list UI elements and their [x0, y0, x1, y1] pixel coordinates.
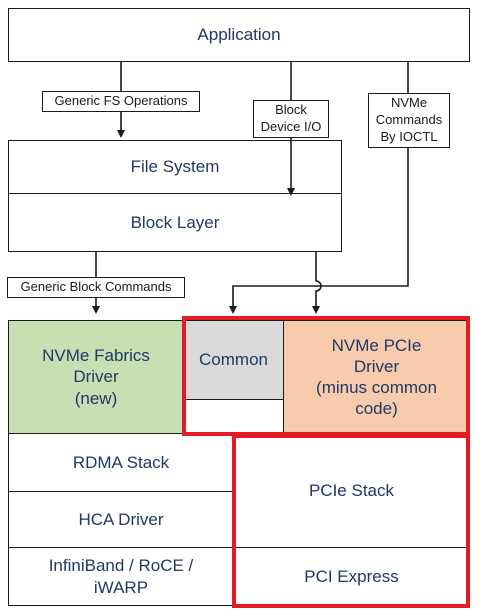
- nvme-pcie-driver-box: NVMe PCIe Driver (minus common code): [284, 320, 470, 434]
- hca-driver-label: HCA Driver: [78, 509, 164, 529]
- nvme-fabrics-driver-label: NVMe Fabrics Driver (new): [42, 346, 150, 408]
- pcie-stack-box: PCIe Stack: [234, 434, 470, 548]
- block-layer-label: Block Layer: [130, 212, 220, 232]
- line-block-to-pcie: [312, 252, 322, 314]
- block-layer-box: Block Layer: [8, 194, 342, 252]
- infiniband-label: InfiniBand / RoCE / iWARP: [48, 556, 194, 597]
- pci-express-box: PCI Express: [234, 548, 470, 606]
- common-label: Common: [199, 350, 268, 370]
- common-below-box: [184, 400, 284, 434]
- pci-express-label: PCI Express: [304, 566, 399, 586]
- infiniband-box: InfiniBand / RoCE / iWARP: [8, 548, 234, 606]
- application-label: Application: [197, 25, 281, 45]
- rdma-stack-label: RDMA Stack: [72, 452, 170, 472]
- file-system-label: File System: [130, 157, 220, 177]
- edge-label-nvme-ioctl: NVMe Commands By IOCTL: [368, 93, 450, 148]
- nvme-pcie-driver-label: NVMe PCIe Driver (minus common code): [316, 335, 437, 419]
- edge-label-generic-block: Generic Block Commands: [7, 277, 185, 298]
- rdma-stack-box: RDMA Stack: [8, 434, 234, 492]
- hca-driver-box: HCA Driver: [8, 492, 234, 548]
- edge-label-generic-fs: Generic FS Operations: [42, 91, 200, 112]
- common-box: Common: [184, 320, 284, 400]
- edge-label-block-io: Block Device I/O: [253, 100, 329, 138]
- nvme-fabrics-driver-box: NVMe Fabrics Driver (new): [8, 320, 184, 434]
- file-system-box: File System: [8, 140, 342, 194]
- application-box: Application: [8, 8, 470, 62]
- pcie-stack-label: PCIe Stack: [308, 480, 395, 500]
